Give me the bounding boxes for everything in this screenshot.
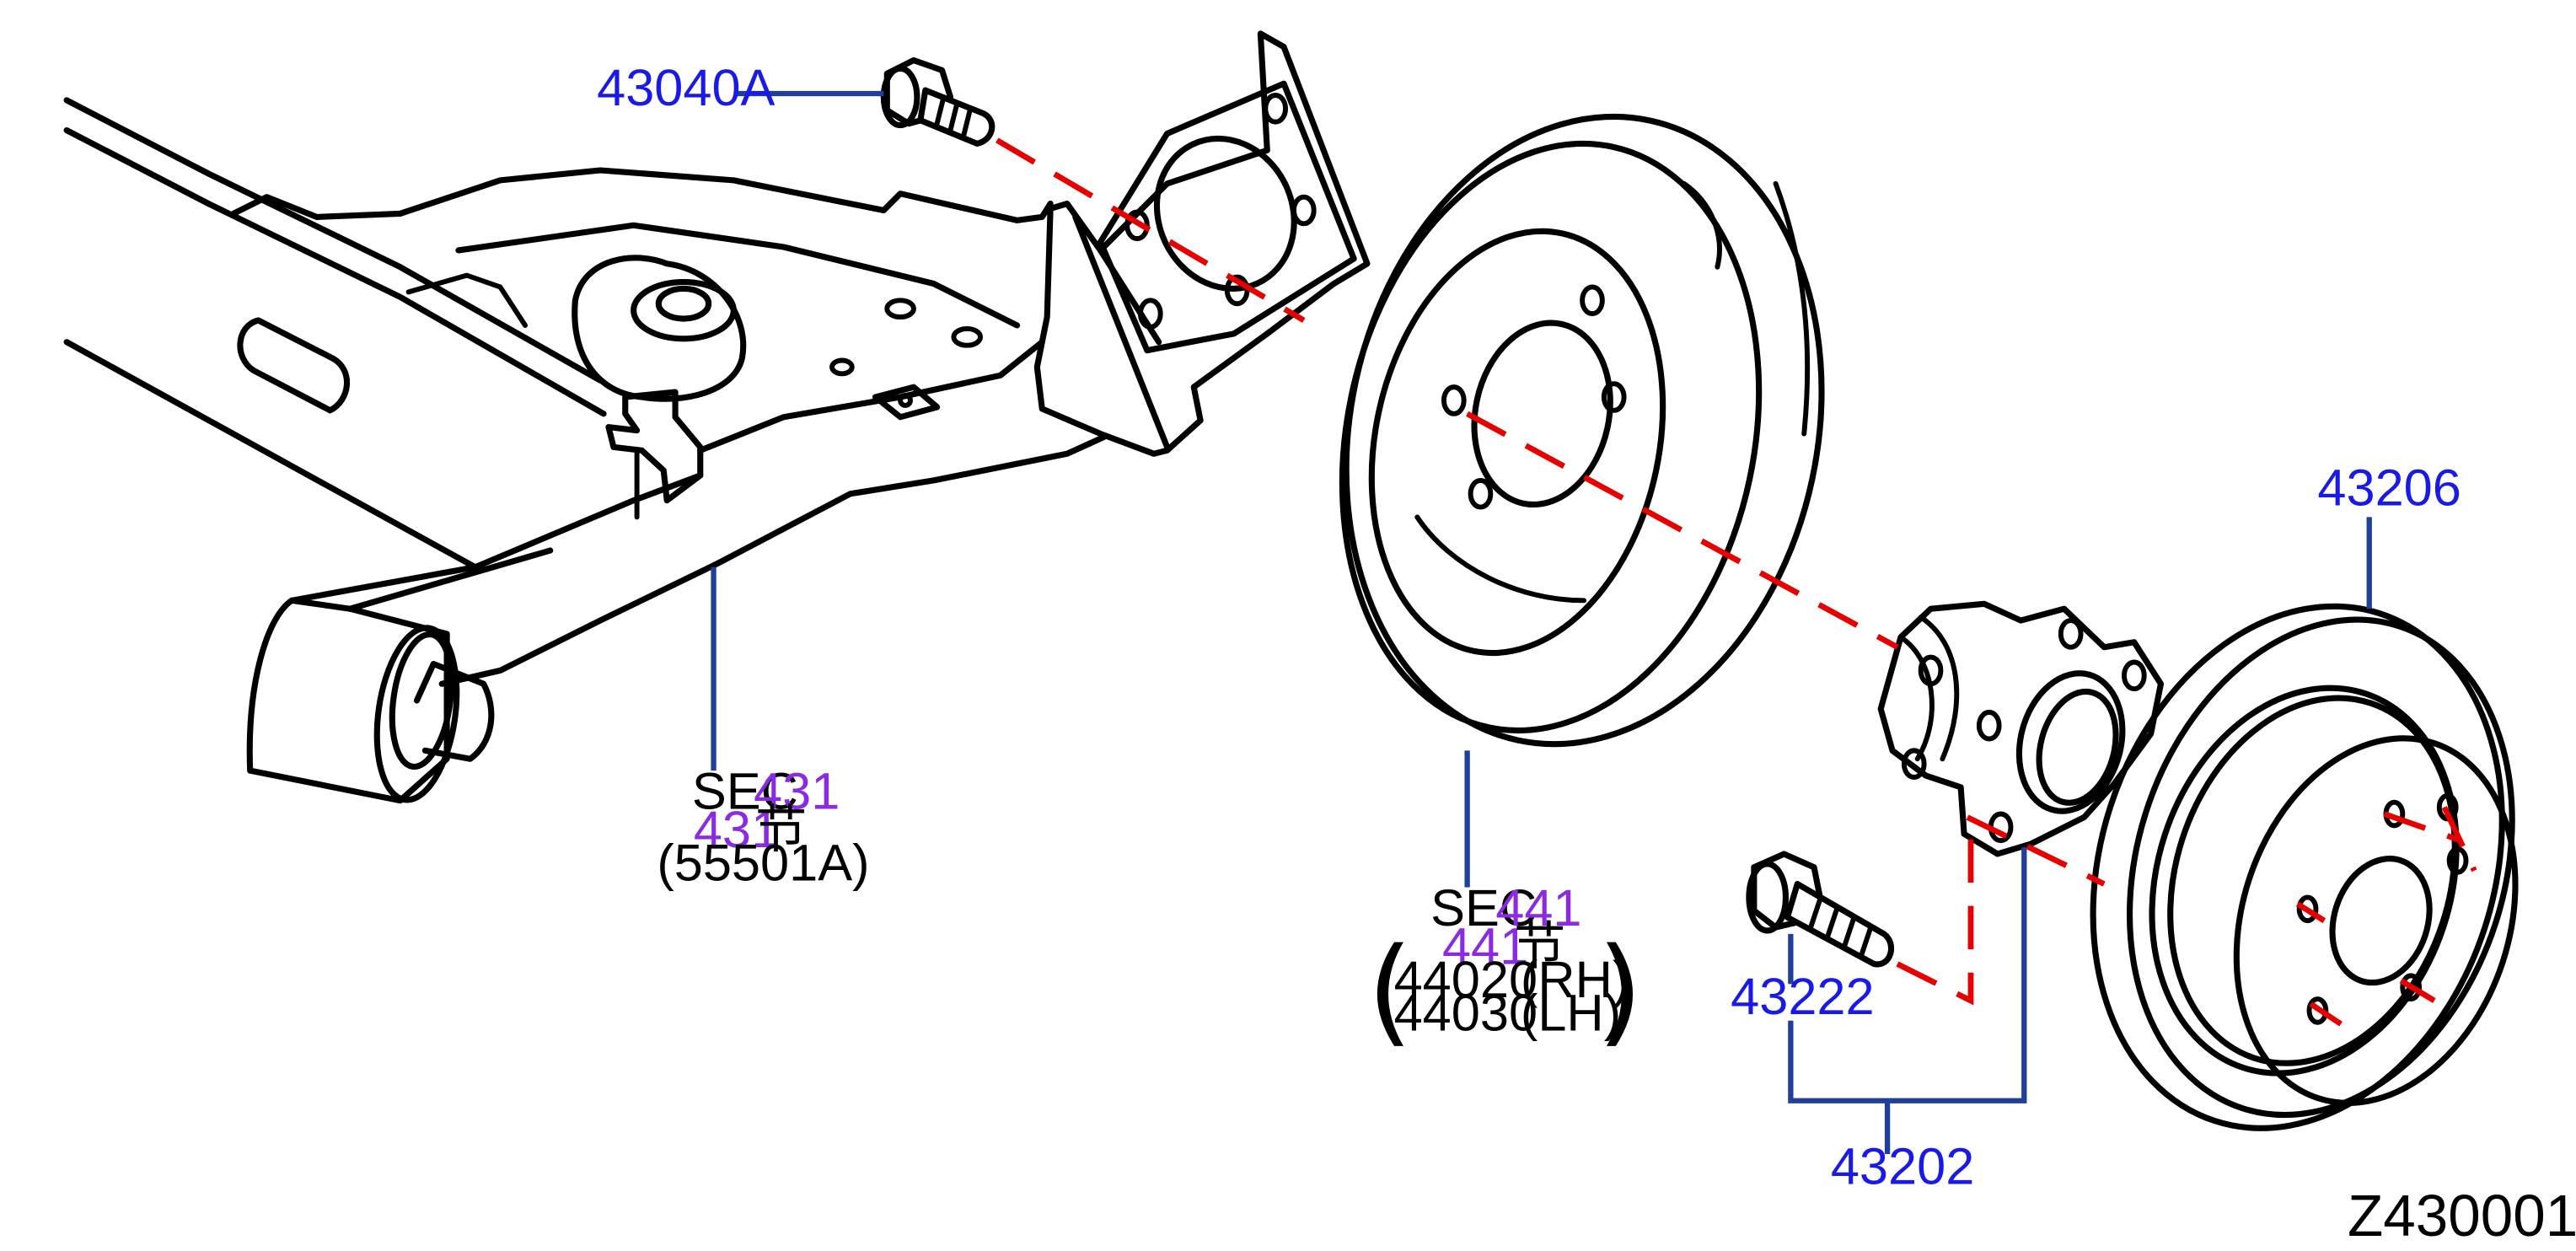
centerline-drum-axis [1466,411,1899,650]
axle-section-char: 节 [755,800,807,860]
drum-sec-word: SEC [1430,878,1537,937]
leader-43202 [1788,847,2027,1103]
hub-assembly [1877,600,2165,857]
label-43222: 43222 [1731,967,1874,1025]
drum-section-char: 节 [1514,917,1565,977]
figure-id: Z430001D [2348,1183,2576,1248]
drum-side-rh: (RH) [1521,950,1629,1008]
centerline-rotor-stud-1 [2383,811,2462,844]
axle-section-number: 431 [694,800,780,858]
rear-axle-beam [63,30,1371,804]
drum-part-lh: 44030 [1394,984,1538,1042]
centerline-rotor-stud-4 [2399,978,2436,1003]
axle-section-reference: SEC 431 431 节 (55501A) [657,762,869,892]
label-43040a: 43040A [597,58,775,116]
centerline-rotor-stud-2 [2441,806,2477,872]
centerline-top-bolt [996,137,1306,323]
drum-side-lh: (LH) [1521,984,1621,1042]
bolt-top-43040a [880,56,996,147]
drum-section-reference: SEC 441 441 节 ( 44020 (RH) 44030 (LH) ) [1367,878,1643,1059]
brake-rotor [2090,603,2519,1131]
centerline-hub-to-rotor [1966,814,2106,887]
drum-left-paren: ( [1367,922,1413,1059]
brake-drum [1339,113,1825,748]
label-43202: 43202 [1831,1137,1974,1195]
leader-lines [711,90,2372,1155]
assembly-centerlines [996,137,2477,1027]
centerline-rotor-stud-5 [2309,1001,2343,1027]
drum-section-number: 441 [1442,917,1528,975]
drum-part-rh: 44020 [1394,950,1538,1008]
centerline-rotor-stud-3 [2295,901,2326,923]
centerline-lower-bolt [1896,820,1974,1006]
bolt-lower-43222 [1746,851,1895,968]
drum-right-paren: ) [1597,922,1643,1059]
axle-sec-number: 431 [754,762,840,820]
axle-sec-word: SEC [692,762,798,820]
axle-part-number: (55501A) [657,834,869,892]
drum-sec-number: 441 [1495,878,1581,937]
label-43206: 43206 [2317,459,2461,517]
